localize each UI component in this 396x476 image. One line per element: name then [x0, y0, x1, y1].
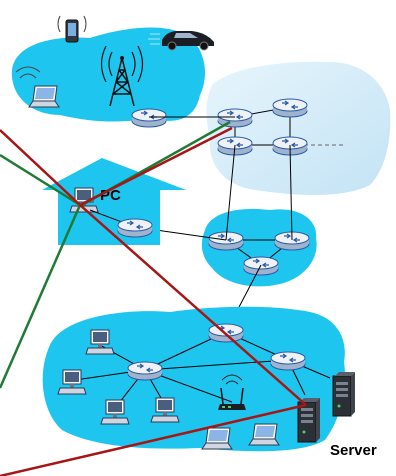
- enterprise-network: Server: [42, 306, 377, 459]
- router-icon: [117, 218, 153, 238]
- red-path: [0, 129, 81, 206]
- red-path: [79, 126, 233, 207]
- router-icon: [270, 351, 306, 371]
- router-icon: [217, 108, 253, 128]
- server-icon: [332, 371, 356, 417]
- regional-network: [201, 208, 317, 287]
- green-path: [0, 153, 81, 207]
- enterprise-network-cloud: [42, 306, 346, 452]
- router-icon: [131, 108, 167, 128]
- carrier-network: [206, 61, 391, 195]
- connection-paths: [0, 120, 307, 476]
- regional-network-cloud: [201, 208, 317, 287]
- server-label: Server: [330, 442, 377, 459]
- car-icon: [148, 31, 214, 51]
- cell-tower-icon: [100, 45, 144, 107]
- server-icon: [297, 397, 321, 443]
- phone-icon: [57, 15, 87, 43]
- red-path: [0, 403, 307, 476]
- mobile-network: [11, 15, 214, 128]
- router-icon: [127, 361, 163, 381]
- wifi-access-point-icon: [218, 374, 246, 410]
- carrier-network-cloud: [206, 61, 391, 195]
- home-network: PC: [42, 158, 186, 245]
- mobile-network-cloud: [11, 27, 205, 122]
- router-icon: [272, 98, 308, 118]
- green-path: [0, 204, 82, 389]
- red-path: [79, 204, 307, 406]
